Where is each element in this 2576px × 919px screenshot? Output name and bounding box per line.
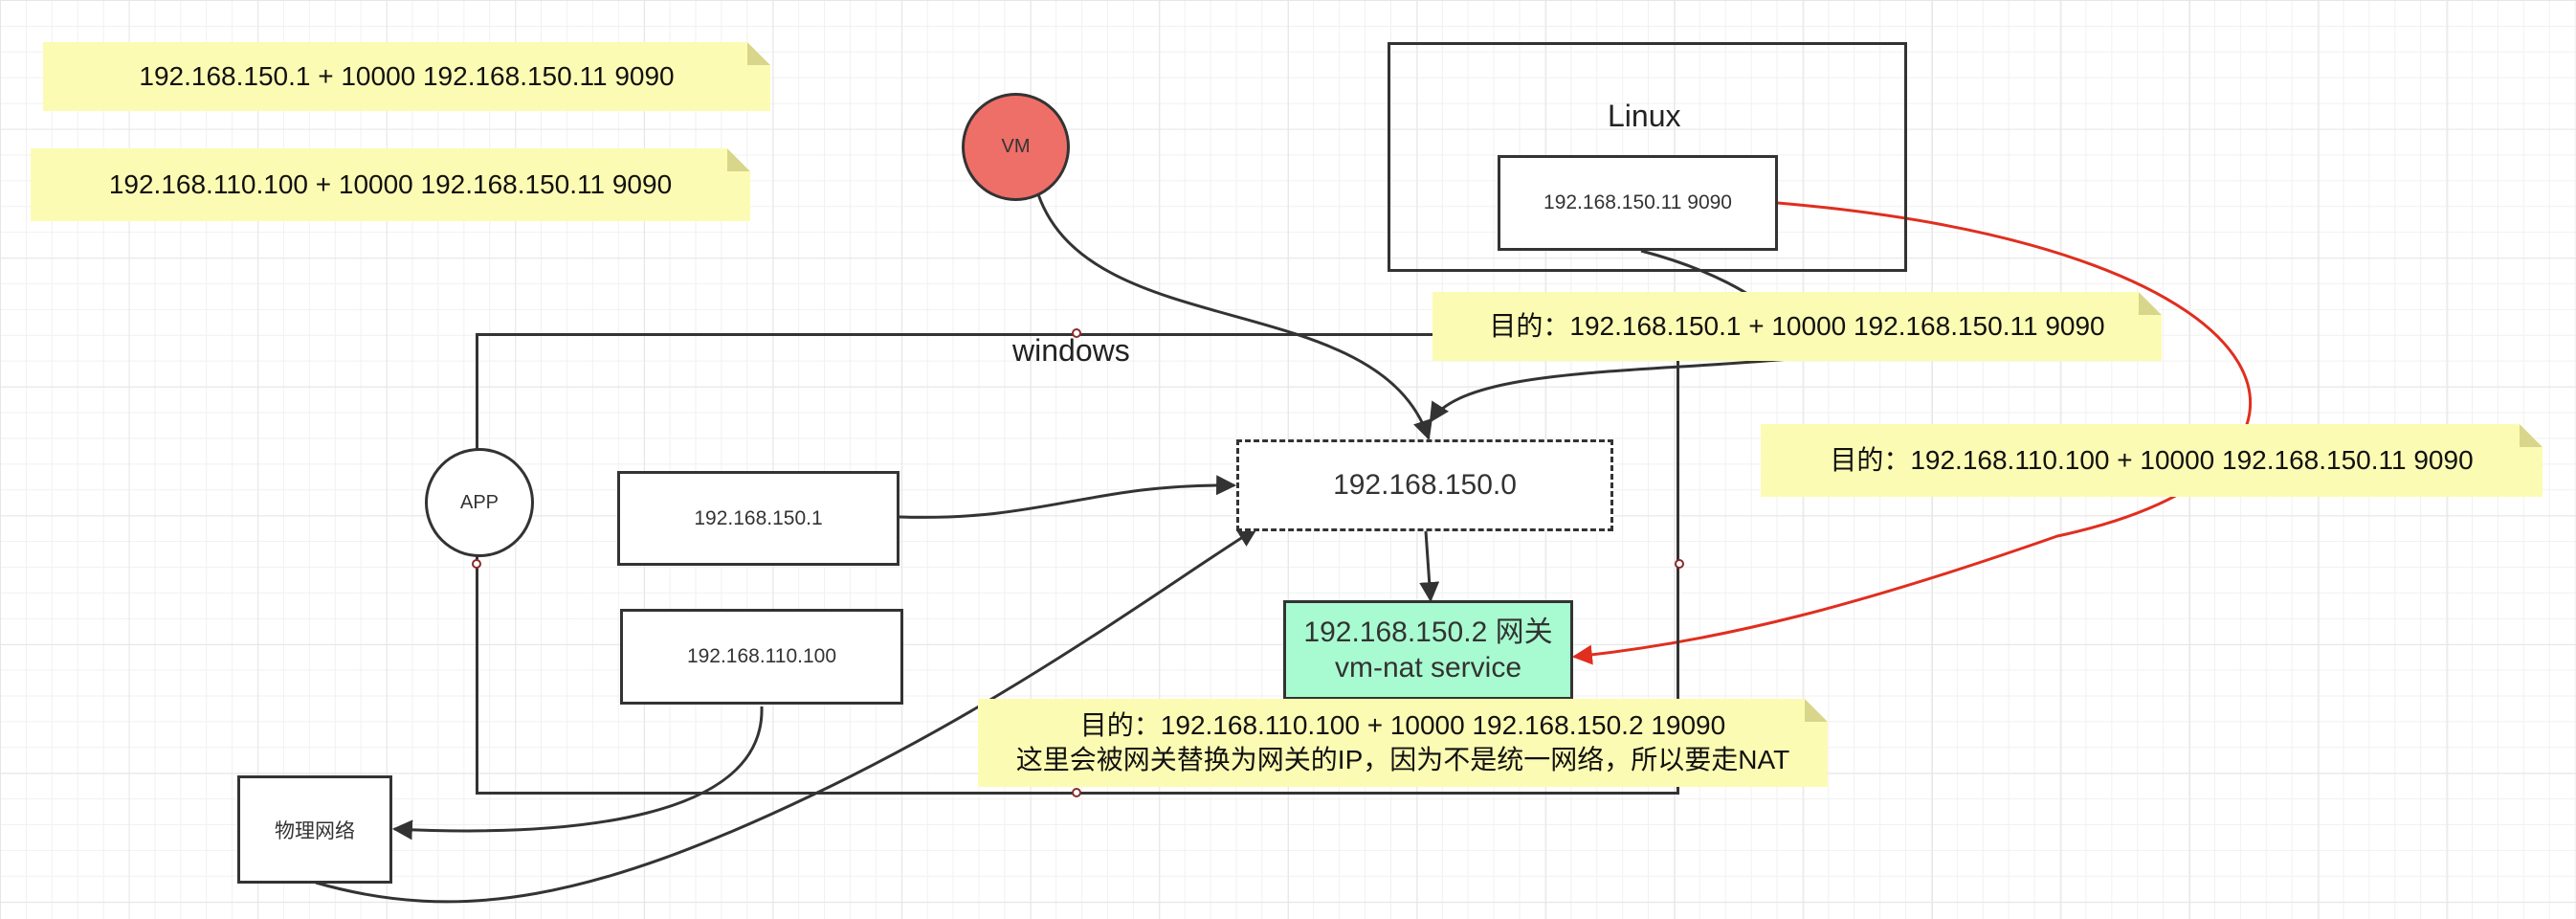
host-150-box[interactable]: 192.168.150.1 xyxy=(617,471,899,566)
linux-server-box[interactable]: 192.168.150.11 9090 xyxy=(1498,155,1778,251)
note-top1-text: 192.168.150.1 + 10000 192.168.150.11 909… xyxy=(139,60,675,91)
linux-frame xyxy=(1388,42,1907,272)
vm-node[interactable]: VM xyxy=(962,93,1070,201)
edge-host110-to-physical xyxy=(391,706,764,841)
edge-physical-to-vmnet xyxy=(315,527,1258,904)
edge-host150-to-vmnet xyxy=(899,475,1237,519)
windows-port-bottom xyxy=(1072,788,1081,797)
note-top2-text: 192.168.110.100 + 10000 192.168.150.11 9… xyxy=(108,168,673,199)
windows-port-left xyxy=(472,559,481,569)
app-node[interactable]: APP xyxy=(425,448,534,557)
edge-linux-to-gateway-red xyxy=(1571,201,2252,665)
gateway-line1: 192.168.150.2 网关 xyxy=(1303,616,1553,648)
note-dest3-line1: 目的：192.168.110.100 + 10000 192.168.150.2… xyxy=(1079,709,1726,740)
gateway-box[interactable]: 192.168.150.2 网关 vm-nat service xyxy=(1283,600,1573,700)
note-dest1: 目的：192.168.150.1 + 10000 192.168.150.11 … xyxy=(1432,292,2162,361)
note-dest2-text: 目的：192.168.110.100 + 10000 192.168.150.1… xyxy=(1830,444,2474,475)
note-top2: 192.168.110.100 + 10000 192.168.150.11 9… xyxy=(31,148,750,221)
note-dest3: 目的：192.168.110.100 + 10000 192.168.150.2… xyxy=(978,699,1828,787)
windows-port-right xyxy=(1675,559,1684,569)
windows-port-top xyxy=(1072,328,1081,338)
note-dest1-text: 目的：192.168.150.1 + 10000 192.168.150.11 … xyxy=(1489,310,2105,341)
note-dest3-line2: 这里会被网关替换为网关的IP，因为不是统一网络，所以要走NAT xyxy=(1015,745,1790,774)
linux-label: Linux xyxy=(1608,99,1681,133)
windows-label: windows xyxy=(1012,333,1130,368)
vmnet-box[interactable]: 192.168.150.0 xyxy=(1236,439,1613,531)
edge-vm-to-vmnet xyxy=(1036,193,1432,440)
physical-network-box[interactable]: 物理网络 xyxy=(237,775,392,884)
gateway-line2: vm-nat service xyxy=(1334,652,1522,684)
edge-vmnet-to-gateway xyxy=(1419,530,1440,603)
host-110-box[interactable]: 192.168.110.100 xyxy=(620,609,903,705)
note-top1: 192.168.150.1 + 10000 192.168.150.11 909… xyxy=(43,42,770,111)
note-dest2: 目的：192.168.110.100 + 10000 192.168.150.1… xyxy=(1761,424,2543,497)
